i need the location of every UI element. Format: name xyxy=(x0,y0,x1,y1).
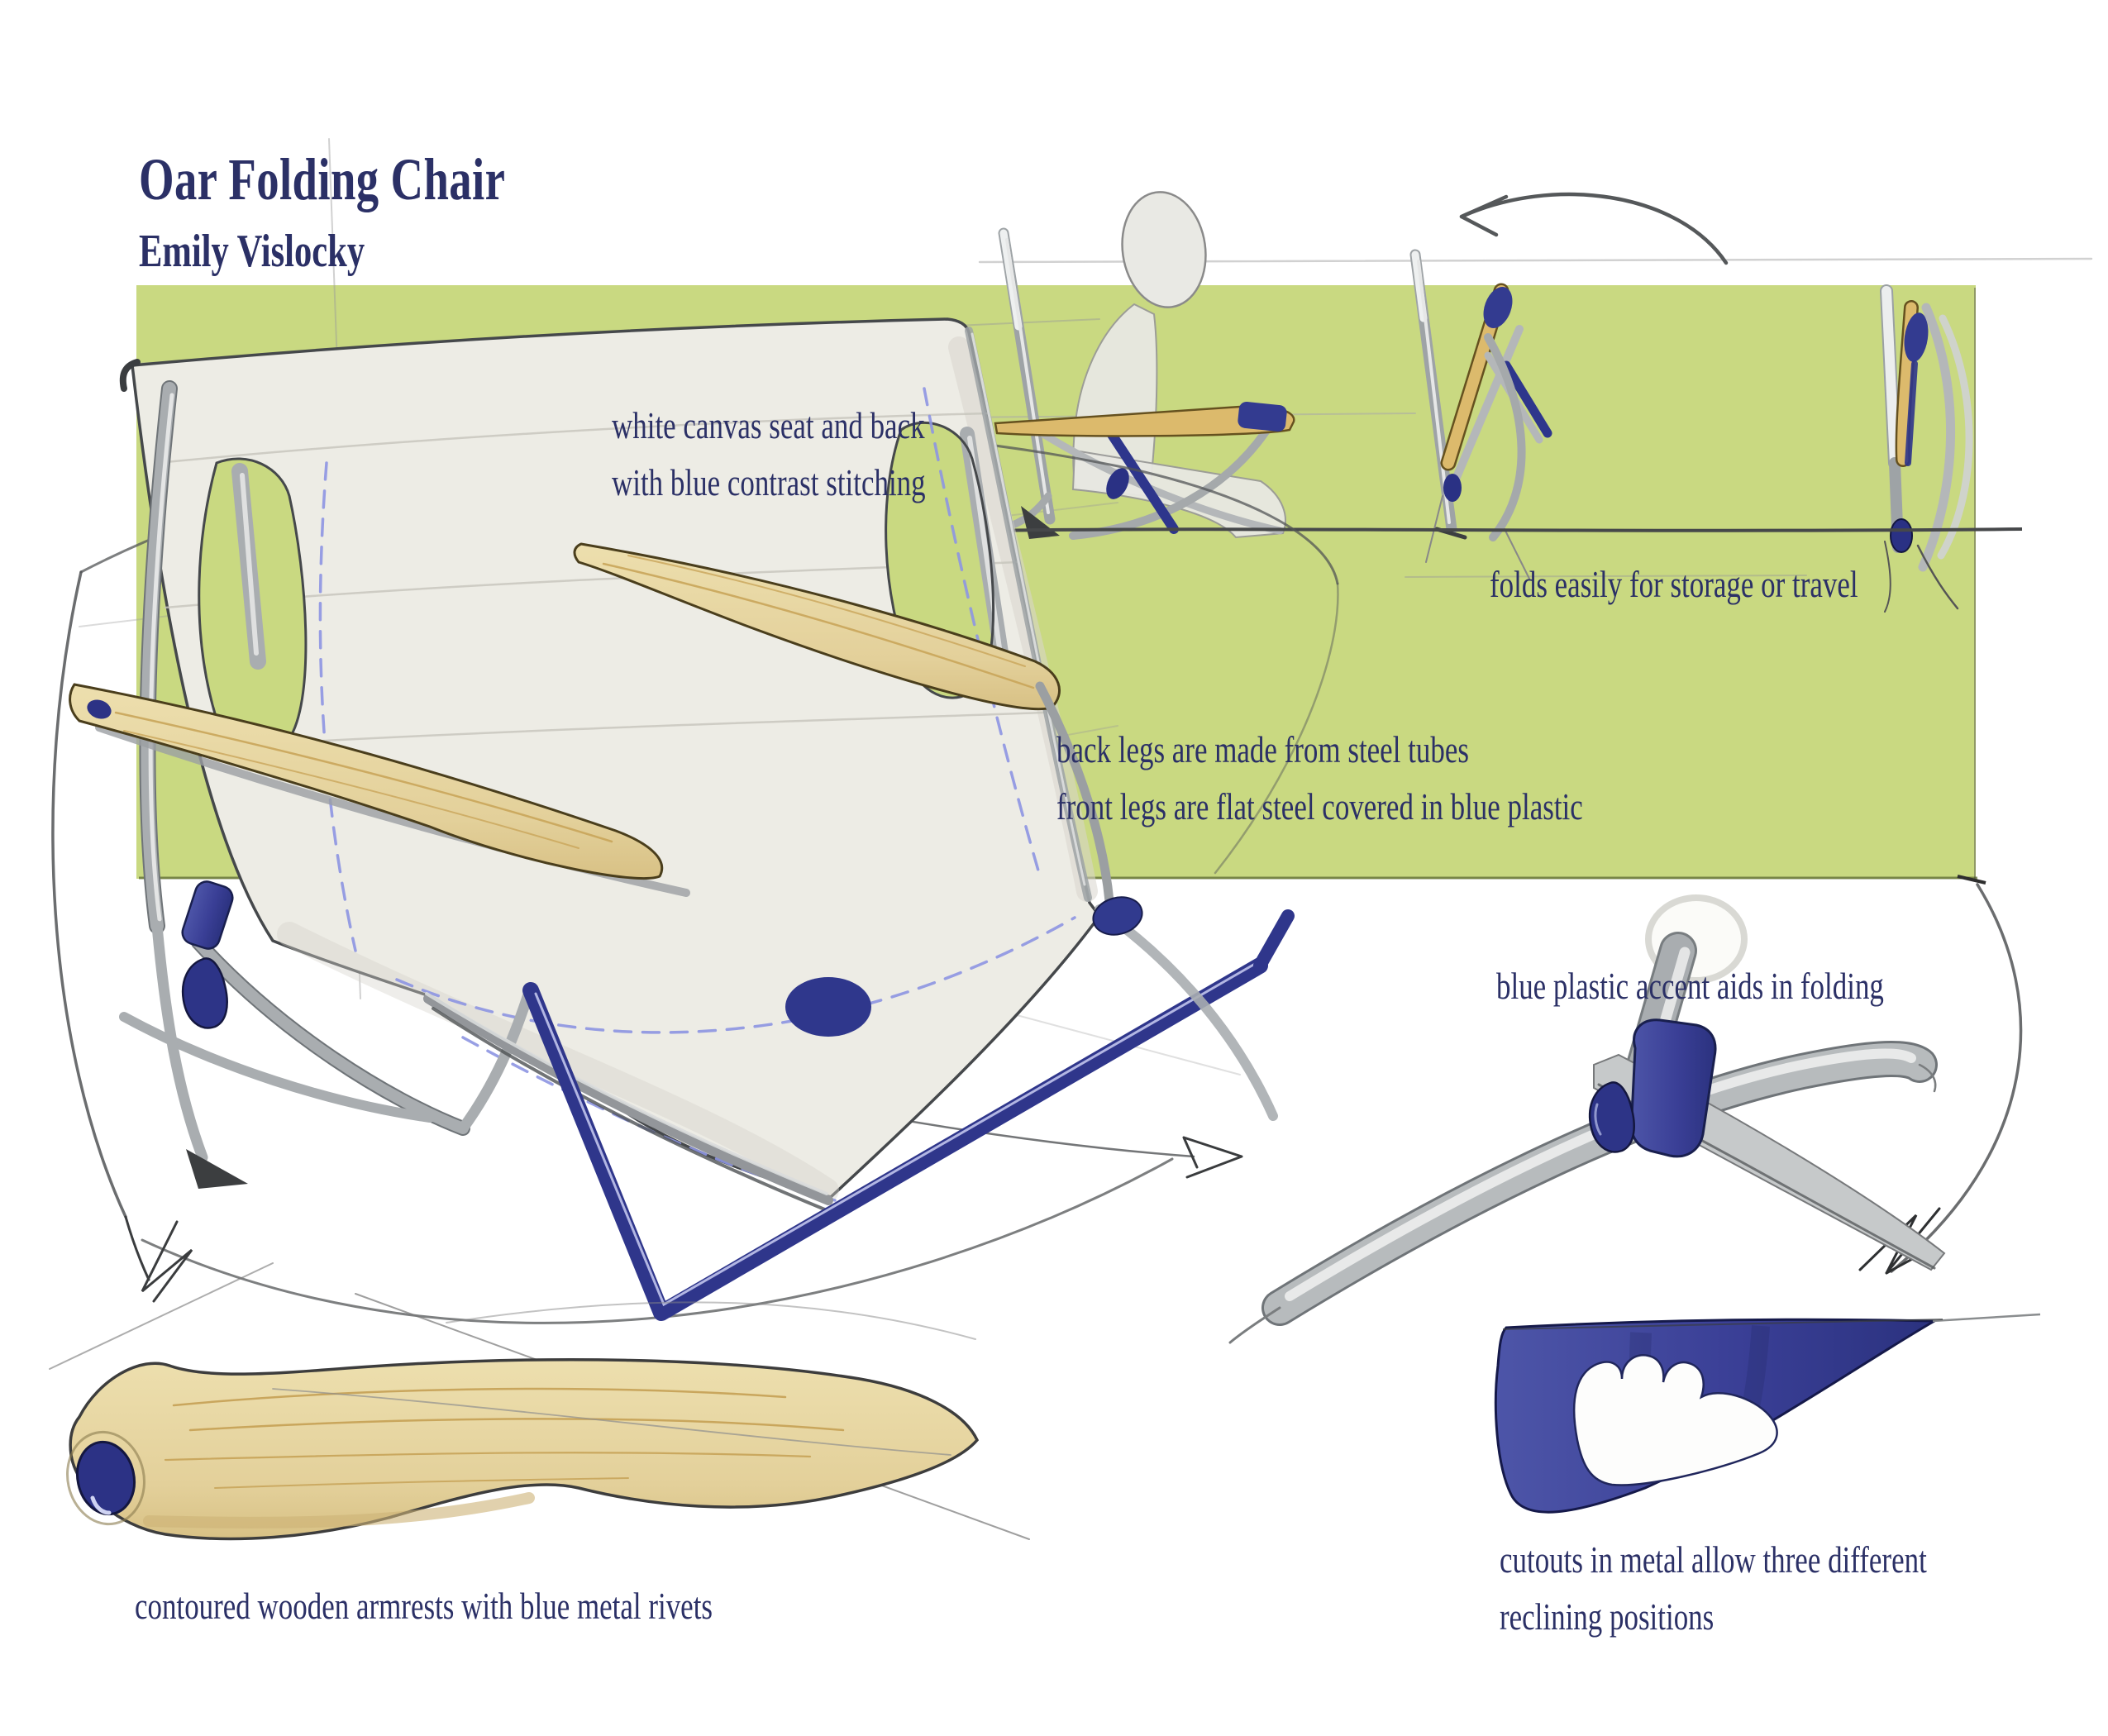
oar-armrest-sketch xyxy=(49,1262,1030,1541)
note-blue-accent: blue plastic accent aids in folding xyxy=(1496,965,1884,1007)
sequence-ground-line xyxy=(980,527,2023,532)
mini-blue-clamp xyxy=(1238,401,1287,432)
page-title: Oar Folding Chair xyxy=(139,146,506,212)
frame-tubes xyxy=(119,380,535,1189)
underseat-blue-accent xyxy=(785,977,871,1037)
blue-plastic-connector xyxy=(1588,1018,1717,1158)
joint-detail-sketch xyxy=(1228,894,1946,1344)
blue-clamp-left xyxy=(181,880,234,1029)
note-legs-material: back legs are made from steel tubes fron… xyxy=(1056,728,1583,827)
fold-step-2-sketch xyxy=(1409,249,1552,579)
main-chair-sketch xyxy=(69,317,1295,1321)
recline-bracket-sketch xyxy=(1494,1313,2041,1514)
page-author: Emily Vislocky xyxy=(139,226,365,277)
right-arrowhead-icon xyxy=(1182,1136,1243,1179)
note-folds-easily: folds easily for storage or travel xyxy=(1490,563,1858,605)
figure-head xyxy=(1121,191,1207,308)
note-cutouts: cutouts in metal allow three different r… xyxy=(1500,1538,1927,1638)
armrest-right xyxy=(573,542,1114,906)
armrest-rivet xyxy=(87,699,112,719)
right-corner-joint xyxy=(1092,896,1278,1121)
armrest-left xyxy=(69,683,690,897)
blue-front-legs xyxy=(522,909,1295,1321)
note-canvas-seat: white canvas seat and back with blue con… xyxy=(612,404,926,503)
chair-canvas xyxy=(131,317,1102,1199)
seat-rim xyxy=(423,992,833,1212)
oar-rivet xyxy=(76,1440,136,1516)
down-arrowhead-icon xyxy=(141,1220,193,1303)
bracket-cutout xyxy=(1572,1353,1778,1486)
fold-arrow-icon xyxy=(1459,192,1729,265)
note-armrests: contoured wooden armrests with blue meta… xyxy=(135,1585,713,1627)
